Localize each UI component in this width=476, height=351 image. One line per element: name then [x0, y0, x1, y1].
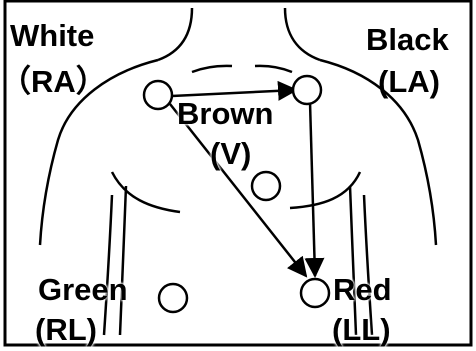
label-red: Red [333, 274, 392, 305]
electrode-la [293, 76, 321, 104]
label-ll: (LL) [332, 314, 391, 345]
label-brown: Brown [177, 98, 273, 129]
left-chest-line [112, 172, 180, 212]
neck-right-outline [285, 8, 320, 60]
arrow-la-to-ll [310, 102, 315, 276]
label-rl: (RL) [35, 314, 97, 345]
label-green: Green [38, 274, 128, 305]
label-ra: （RA） [0, 66, 107, 97]
left-arm-outer [120, 186, 126, 335]
electrode-ra [144, 81, 172, 109]
electrode-rl [159, 284, 187, 312]
label-white: White [10, 20, 94, 51]
label-la: (LA) [378, 66, 440, 97]
neck-left-outline [158, 8, 192, 60]
electrode-ll [301, 279, 329, 307]
left-clavicle [192, 66, 232, 72]
right-clavicle [255, 66, 292, 72]
label-v: (V) [210, 138, 251, 169]
left-arm-inner [104, 195, 112, 335]
electrode-v [252, 172, 280, 200]
label-black: Black [366, 24, 449, 55]
